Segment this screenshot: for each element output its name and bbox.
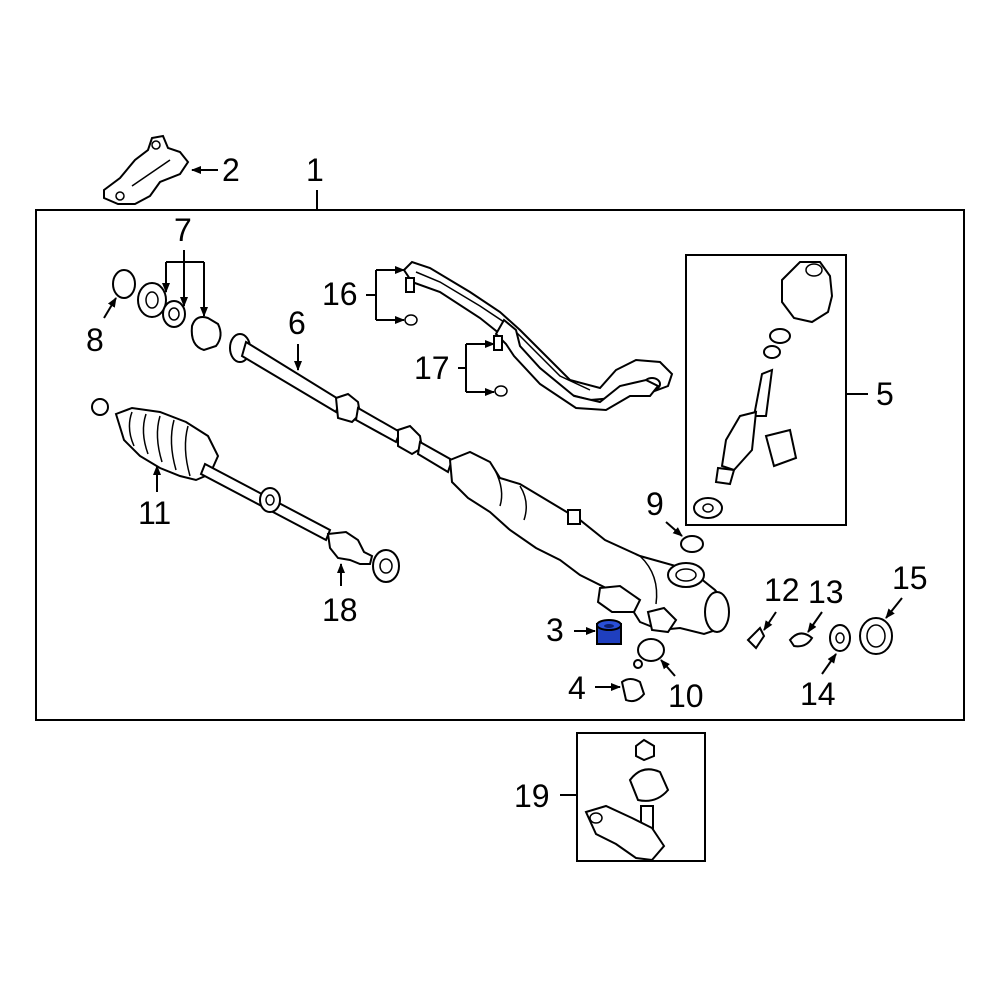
part-2-bracket[interactable]	[103, 134, 190, 205]
part-5-valve-assembly[interactable]	[693, 261, 834, 519]
tie-rod-end-frame	[576, 732, 706, 862]
part-16-o-ring[interactable]	[404, 314, 418, 326]
callout-19: 19	[514, 778, 550, 814]
main-assembly-frame	[35, 209, 965, 721]
leader-10	[660, 659, 676, 677]
callout-3: 3	[546, 612, 564, 648]
callout-12: 12	[764, 572, 800, 608]
part-8-o-ring[interactable]	[112, 269, 136, 299]
part-15-seal[interactable]	[859, 617, 893, 655]
callout-15: 15	[892, 560, 928, 596]
callout-14: 14	[800, 676, 836, 712]
callout-6: 6	[288, 305, 306, 341]
callout-11: 11	[138, 495, 172, 531]
part-6-rack[interactable]	[229, 333, 454, 474]
part-17-o-ring[interactable]	[494, 385, 508, 397]
leader-15	[885, 597, 903, 619]
tie-rod-inner[interactable]	[199, 462, 332, 542]
part-18-tie-rod-end[interactable]	[326, 530, 400, 583]
part-9-o-ring[interactable]	[680, 535, 704, 553]
callout-13: 13	[808, 574, 844, 610]
callout-16: 16	[322, 276, 358, 312]
callout-9: 9	[646, 486, 664, 522]
part-14-washer[interactable]	[829, 624, 851, 652]
leader-13	[807, 611, 823, 633]
callout-10: 10	[668, 678, 704, 714]
callout-2: 2	[222, 152, 240, 188]
callout-7: 7	[174, 212, 192, 248]
leader-7-bar	[166, 250, 204, 263]
callout-8: 8	[86, 322, 104, 358]
leader-8	[103, 297, 117, 319]
part-12-clip[interactable]	[746, 626, 766, 650]
callout-17: 17	[414, 350, 450, 386]
leader-9	[665, 521, 683, 537]
part-3-bushing[interactable]	[596, 619, 622, 645]
callout-4: 4	[568, 670, 586, 706]
part-17-pressure-line[interactable]	[493, 318, 660, 412]
callout-18: 18	[322, 592, 358, 628]
part-19-outer-tie-rod-end[interactable]	[584, 738, 670, 862]
part-7-seals[interactable]	[137, 282, 222, 352]
valve-assembly-frame	[685, 254, 847, 526]
part-4-mount[interactable]	[620, 678, 646, 703]
part-11-boot[interactable]	[91, 398, 220, 482]
callout-1: 1	[306, 152, 324, 188]
leader-12	[763, 611, 777, 631]
callout-5: 5	[876, 376, 894, 412]
leader-14	[821, 653, 837, 675]
part-1-gear-housing[interactable]	[448, 450, 730, 636]
part-13-spring[interactable]	[788, 632, 814, 648]
part-10-plug[interactable]	[633, 638, 665, 669]
